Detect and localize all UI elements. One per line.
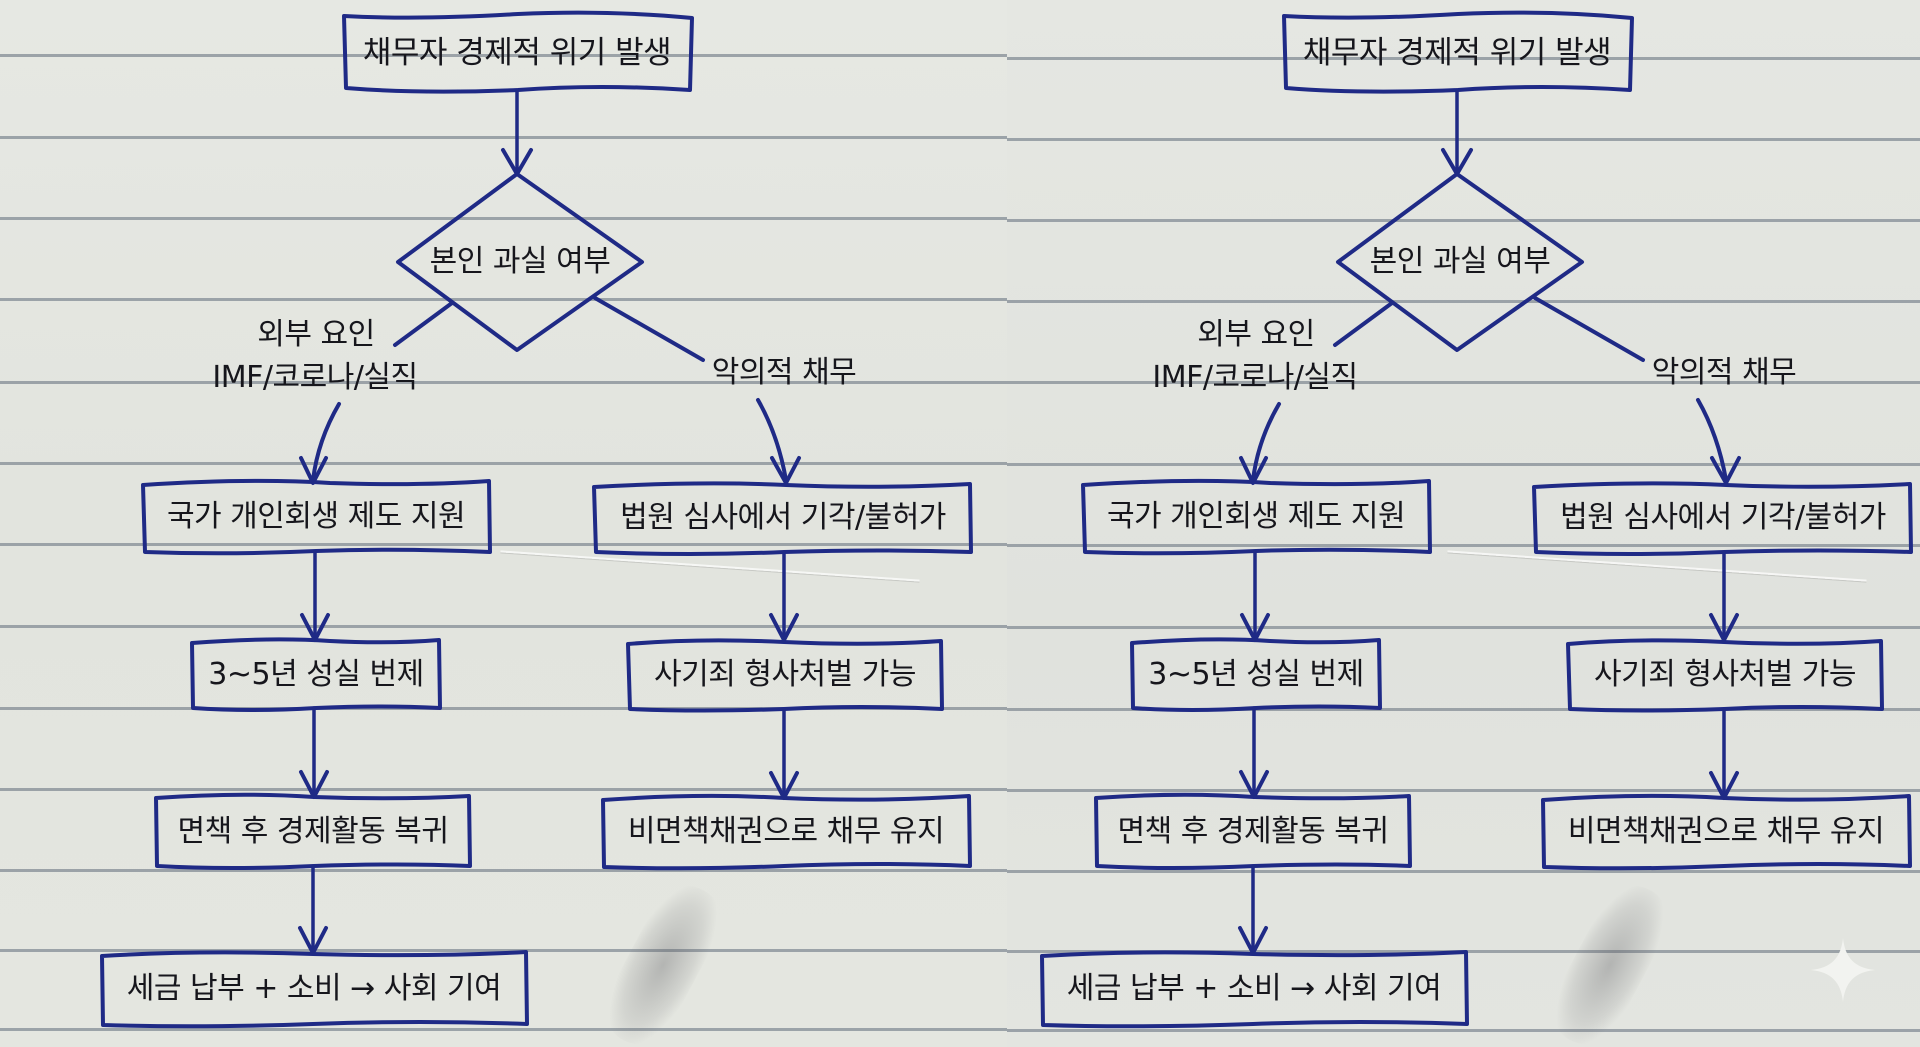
- sparkle-icon: [1811, 938, 1875, 1002]
- decision-node: 본인 과실 여부: [1369, 244, 1551, 279]
- start-node: 채무자 경제적 위기 발생: [1302, 35, 1612, 71]
- right-step-1: 법원 심사에서 기각/불허가: [1560, 500, 1886, 535]
- left-branch-label-2: IMF/코로나/실직: [1152, 360, 1358, 395]
- left-step-1: 국가 개인회생 제도 지원: [166, 499, 466, 534]
- left-step-3: 면책 후 경제활동 복귀: [177, 814, 449, 849]
- start-node: 채무자 경제적 위기 발생: [362, 35, 672, 71]
- flowchart-ink: [1040, 10, 1913, 1029]
- left-step-2: 3~5년 성실 번제: [1148, 657, 1364, 692]
- left-branch-label-1: 외부 요인: [257, 317, 375, 352]
- right-step-2: 사기죄 형사처벌 가능: [1594, 657, 1856, 692]
- flowchart-panel-right: 채무자 경제적 위기 발생 본인 과실 여부 외부 요인 IMF/코로나/실직 …: [1007, 0, 1920, 1047]
- flowchart: 채무자 경제적 위기 발생 본인 과실 여부 외부 요인 IMF/코로나/실직 …: [100, 10, 973, 1029]
- left-step-4: 세금 납부 + 소비 → 사회 기여: [126, 971, 502, 1006]
- flowchart-ink: [100, 10, 973, 1029]
- left-step-1: 국가 개인회생 제도 지원: [1106, 499, 1406, 534]
- right-step-2: 사기죄 형사처벌 가능: [654, 657, 916, 692]
- right-step-3: 비면책채권으로 채무 유지: [627, 814, 945, 849]
- flowchart: 채무자 경제적 위기 발생 본인 과실 여부 외부 요인 IMF/코로나/실직 …: [1007, 0, 1920, 1047]
- left-step-3: 면책 후 경제활동 복귀: [1117, 814, 1389, 849]
- left-branch-label-2: IMF/코로나/실직: [212, 360, 418, 395]
- right-step-3: 비면책채권으로 채무 유지: [1567, 814, 1885, 849]
- right-branch-label: 악의적 채무: [711, 355, 857, 390]
- decision-node: 본인 과실 여부: [429, 244, 611, 279]
- left-branch-label-1: 외부 요인: [1197, 317, 1315, 352]
- flowchart-panel-left: 채무자 경제적 위기 발생 본인 과실 여부 외부 요인 IMF/코로나/실직 …: [0, 0, 1007, 1047]
- right-step-1: 법원 심사에서 기각/불허가: [620, 500, 946, 535]
- right-branch-label: 악의적 채무: [1651, 355, 1797, 390]
- left-step-2: 3~5년 성실 번제: [208, 657, 424, 692]
- left-step-4: 세금 납부 + 소비 → 사회 기여: [1066, 971, 1442, 1006]
